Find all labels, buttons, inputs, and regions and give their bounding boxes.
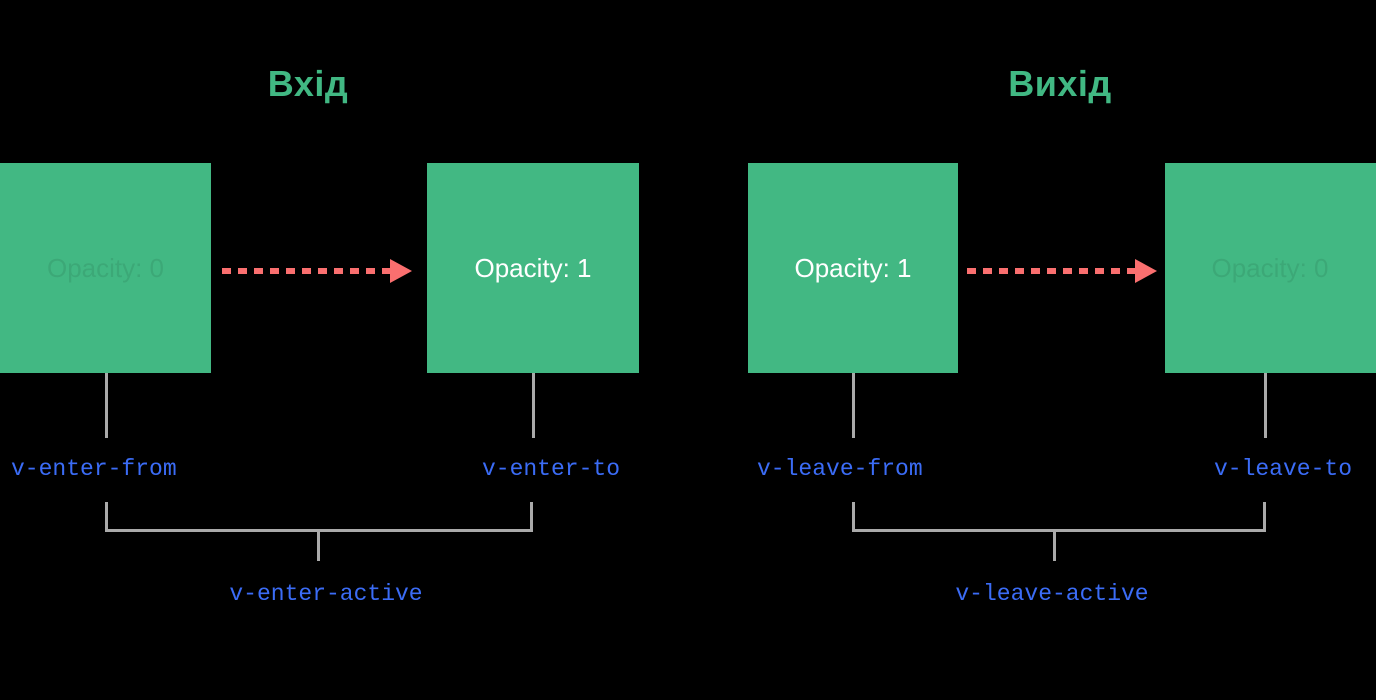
class-label-v-leave-to: v-leave-to [1213, 456, 1352, 482]
connector-stem-enter-from [105, 373, 108, 438]
state-box-enter-from-label: Opacity: 0 [46, 253, 165, 283]
arrow-dashed-line [222, 268, 392, 274]
bracket-left-stem-enter [105, 502, 108, 532]
state-box-leave-to-label: Opacity: 0 [1211, 253, 1329, 283]
state-box-leave-to: Opacity: 0 [1165, 163, 1376, 373]
bracket-left-stem-leave [852, 502, 855, 532]
connector-stem-leave-to [1264, 373, 1267, 438]
transition-arrow-leave [967, 259, 1159, 283]
section-title-leave: Вихід [1008, 63, 1112, 104]
section-title-enter: Вхід [267, 63, 349, 104]
state-box-enter-from: Opacity: 0 [0, 163, 211, 373]
state-box-enter-to: Opacity: 1 [427, 163, 639, 373]
state-box-enter-to-label: Opacity: 1 [474, 253, 592, 283]
arrow-head-icon [390, 259, 412, 283]
class-label-v-leave-from: v-leave-from [757, 456, 923, 482]
bracket-center-stem-enter [317, 529, 320, 561]
state-box-leave-from-label: Opacity: 1 [794, 253, 912, 283]
bracket-span-leave [852, 529, 1266, 532]
arrow-head-icon [1135, 259, 1157, 283]
connector-stem-leave-from [852, 373, 855, 438]
state-box-leave-from: Opacity: 1 [748, 163, 958, 373]
class-label-v-enter-to: v-enter-to [481, 456, 620, 482]
arrow-dashed-line [967, 268, 1137, 274]
transition-arrow-enter [222, 259, 414, 283]
bracket-right-stem-enter [530, 502, 533, 532]
class-label-v-leave-active: v-leave-active [955, 581, 1149, 607]
bracket-center-stem-leave [1053, 529, 1056, 561]
class-label-v-enter-from: v-enter-from [11, 456, 177, 482]
bracket-right-stem-leave [1263, 502, 1266, 532]
class-label-v-enter-active: v-enter-active [229, 581, 423, 607]
connector-stem-enter-to [532, 373, 535, 438]
